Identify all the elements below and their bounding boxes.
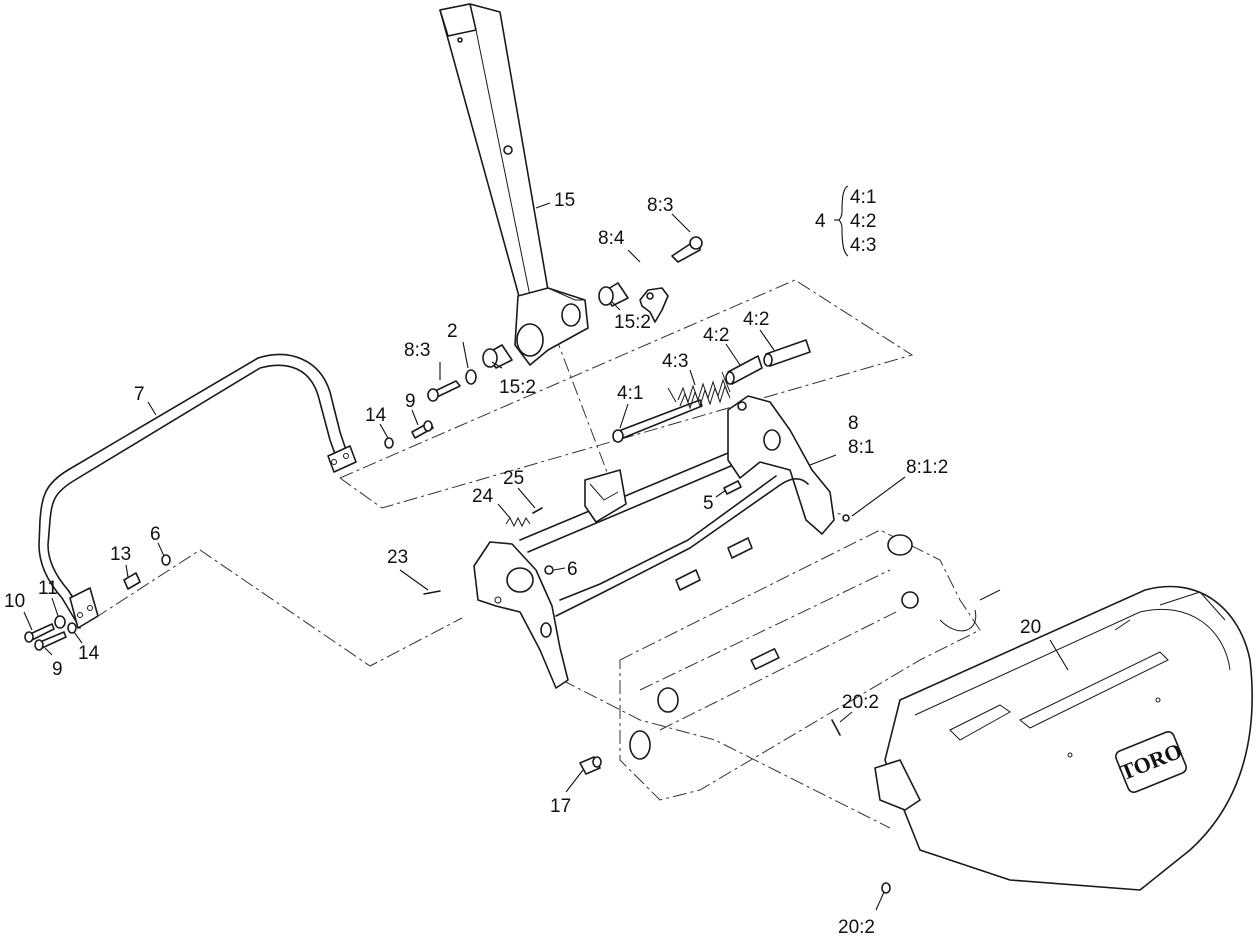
callout-8-3-top: 8:3: [647, 195, 673, 216]
callout-13: 13: [110, 544, 131, 565]
chassis-phantom: [619, 529, 1001, 801]
callout-25: 25: [503, 468, 524, 489]
callout-20-2-top: 20:2: [842, 692, 879, 713]
pivot-hardware: [427, 236, 703, 402]
callout-5: 5: [703, 493, 714, 514]
callout-20-2-bottom: 20:2: [838, 917, 875, 938]
callout-15-2-right: 15:2: [614, 312, 651, 333]
callout-4-2-a: 4:2: [703, 325, 729, 346]
callout-8-3-left: 8:3: [404, 340, 430, 361]
spring-rod-assembly: [612, 339, 811, 443]
front-bumper: TORO: [831, 585, 1253, 894]
callout-8-1-2: 8:1:2: [906, 457, 948, 478]
callout-10: 10: [4, 591, 25, 612]
callout-labels: 15 8:3 8:4 15:2 8:3 2 15:2 4 4:1 4:2 4:3…: [4, 187, 1041, 938]
callout-4-1-bracket: 4:1: [850, 187, 876, 208]
callout-14-bottom: 14: [78, 643, 100, 664]
main-frame: [473, 395, 835, 689]
callout-4-1: 4:1: [617, 383, 643, 404]
callout-8-4: 8:4: [598, 228, 625, 249]
hand-bar: [38, 353, 357, 629]
toro-logo: TORO: [1115, 730, 1187, 794]
callout-4-3: 4:3: [662, 351, 688, 372]
callout-11: 11: [38, 578, 58, 599]
hand-bar-hardware: [24, 420, 434, 651]
callout-15-2-left: 15:2: [499, 377, 536, 398]
callout-6-left: 6: [150, 524, 161, 545]
callout-8: 8: [848, 413, 859, 434]
callout-9-bottom: 9: [52, 659, 63, 680]
callout-6-right: 6: [567, 559, 578, 580]
callout-14-top: 14: [365, 405, 387, 426]
frame-hardware: [423, 480, 850, 775]
callout-4-2-bracket: 4:2: [850, 211, 876, 232]
spring-coil: [667, 371, 731, 410]
column-tube: [439, 3, 589, 366]
callout-20: 20: [1020, 617, 1041, 638]
callout-9-top: 9: [405, 391, 416, 412]
callout-24: 24: [472, 486, 494, 507]
callout-2: 2: [447, 321, 458, 342]
callout-4-2-b: 4:2: [743, 309, 769, 330]
callout-23: 23: [387, 547, 408, 568]
callout-17: 17: [550, 796, 571, 817]
callout-7: 7: [134, 384, 145, 405]
callout-15: 15: [554, 190, 575, 211]
leader-lines: [23, 185, 1069, 911]
callout-4-3-bracket: 4:3: [850, 235, 876, 256]
callout-4: 4: [815, 211, 826, 232]
callout-8-1: 8:1: [848, 437, 874, 458]
